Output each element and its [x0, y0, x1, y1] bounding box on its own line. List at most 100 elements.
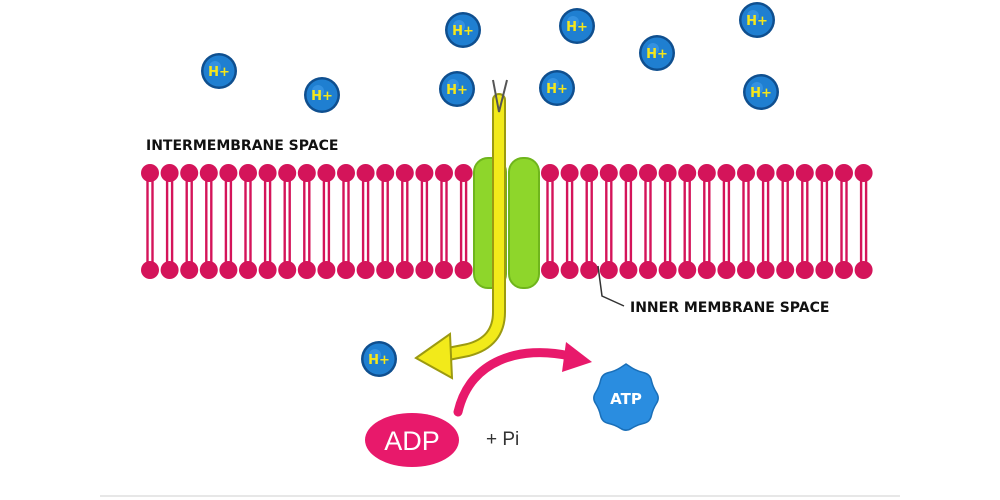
proton-ion: H+: [743, 74, 779, 110]
phospholipid-head: [737, 261, 755, 279]
phospholipid-head: [658, 261, 677, 279]
phospholipid-head: [376, 164, 395, 182]
phospholipid-head: [297, 261, 316, 279]
atp-synthase-channel: [473, 157, 540, 289]
proton-label: H+: [566, 20, 588, 35]
phospholipid-head: [317, 164, 336, 182]
phospholipid-head: [258, 164, 277, 182]
phospholipid-head: [697, 261, 716, 279]
phospholipid-head: [541, 164, 559, 182]
phospholipid-head: [560, 261, 579, 279]
phospholipid-head: [395, 261, 414, 279]
phospholipid-head: [239, 164, 257, 182]
phospholipid-head: [415, 261, 434, 279]
phospholipid-head: [356, 261, 375, 279]
proton-ion: H+: [439, 71, 475, 107]
phospholipid-head: [180, 164, 199, 182]
proton-label: H+: [311, 89, 333, 104]
proton-ion: H+: [559, 8, 595, 44]
membrane-bilayer-left: [141, 164, 473, 279]
phospholipid-head: [658, 164, 677, 182]
phospholipid-head: [415, 164, 434, 182]
phospholipid-head: [160, 261, 179, 279]
phospholipid-head: [395, 164, 414, 182]
proton-label: H+: [746, 14, 768, 29]
phospholipid-head: [599, 164, 618, 182]
phospholipid-head: [854, 261, 873, 279]
proton-label: H+: [750, 86, 772, 101]
phospholipid-head: [639, 164, 657, 182]
phospholipid-head: [835, 261, 853, 279]
phospholipid-head: [317, 261, 336, 279]
phospholipid-head: [776, 164, 795, 182]
phospholipid-head: [619, 261, 638, 279]
phospholipid-head: [435, 164, 453, 182]
phospholipid-head: [717, 164, 736, 182]
proton-label: H+: [446, 83, 468, 98]
phospholipid-head: [141, 261, 159, 279]
proton-label: H+: [368, 353, 390, 368]
phospholipid-head: [756, 261, 775, 279]
phospholipid-head: [337, 164, 355, 182]
proton-label: H+: [452, 24, 474, 39]
phospholipid-head: [678, 261, 697, 279]
phospholipid-head: [297, 164, 316, 182]
phospholipid-head: [180, 261, 199, 279]
phospholipid-head: [580, 164, 599, 182]
phospholipid-head: [278, 261, 297, 279]
phospholipid-head: [541, 261, 559, 279]
phospholipid-head: [376, 261, 395, 279]
phospholipid-head: [435, 261, 453, 279]
phospholipid-head: [278, 164, 297, 182]
proton-group: H+ H+ H+ H+ H+ H+ H+ H+ H+ H+: [201, 2, 779, 377]
phospholipid-head: [454, 261, 473, 279]
proton-ion: H+: [639, 35, 675, 71]
phospholipid-head: [219, 261, 238, 279]
proton-label: H+: [546, 82, 568, 97]
phospholipid-head: [697, 164, 716, 182]
phospholipid-head: [815, 164, 834, 182]
phospholipid-head: [141, 164, 159, 182]
proton-ion: H+: [539, 70, 575, 106]
phospholipid-head: [737, 164, 755, 182]
phospholipid-head: [199, 261, 218, 279]
phospholipid-head: [219, 164, 238, 182]
membrane-bilayer-right: [541, 164, 873, 279]
phospholipid-head: [337, 261, 355, 279]
proton-flow-arrow: [414, 79, 508, 380]
proton-ion: H+: [361, 341, 397, 377]
phospholipid-head: [854, 164, 873, 182]
phospholipid-head: [160, 164, 179, 182]
adp-label: ADP: [384, 426, 440, 456]
phospholipid-head: [776, 261, 795, 279]
phospholipid-head: [835, 164, 853, 182]
phospholipid-head: [560, 164, 579, 182]
phospholipid-head: [599, 261, 618, 279]
proton-ion: H+: [739, 2, 775, 38]
phosphate-label: + Pi: [486, 429, 519, 450]
phospholipid-head: [356, 164, 375, 182]
reaction-arrow: [453, 342, 592, 417]
phospholipid-head: [678, 164, 697, 182]
intermembrane-space-label: INTERMEMBRANE SPACE: [146, 138, 338, 154]
proton-ion: H+: [304, 77, 340, 113]
phospholipid-head: [639, 261, 657, 279]
phospholipid-head: [795, 261, 814, 279]
phospholipid-head: [454, 164, 473, 182]
phospholipid-head: [756, 164, 775, 182]
proton-label: H+: [646, 47, 668, 62]
phospholipid-head: [199, 164, 218, 182]
proton-label: H+: [208, 65, 230, 80]
phospholipid-head: [258, 261, 277, 279]
atp-molecule: ATP: [593, 363, 659, 431]
phospholipid-head: [580, 261, 599, 279]
proton-ion: H+: [201, 53, 237, 89]
inner-membrane-space-label: INNER MEMBRANE SPACE: [630, 300, 829, 316]
phospholipid-head: [239, 261, 257, 279]
adp-molecule: ADP: [365, 413, 459, 467]
atp-label: ATP: [610, 390, 642, 408]
label-leader-line: [597, 265, 625, 307]
phospholipid-head: [717, 261, 736, 279]
